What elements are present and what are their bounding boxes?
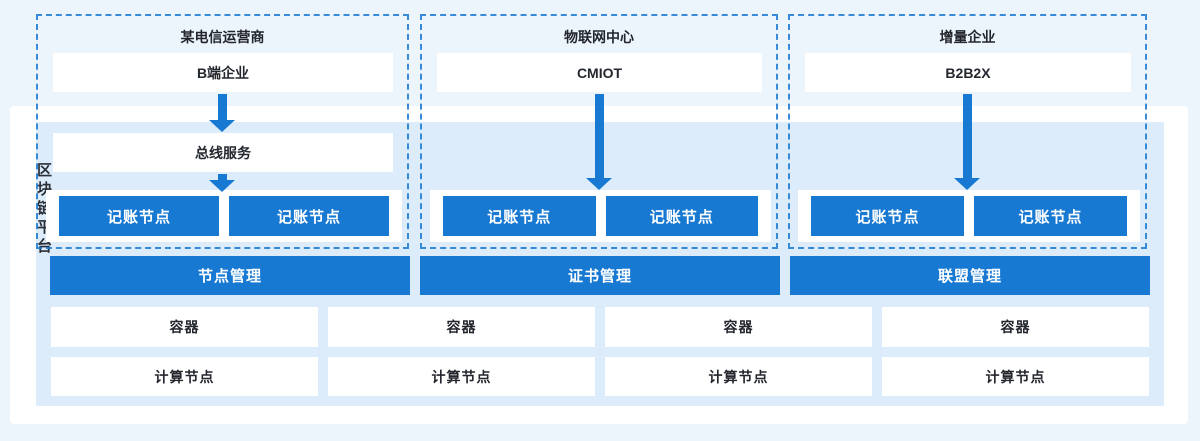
ledger-node-box: 记账节点 bbox=[59, 196, 219, 236]
column-incremental-enterprise: 增量企业 B2B2X 记账节点 记账节点 bbox=[788, 14, 1147, 249]
ledger-node-box: 记账节点 bbox=[974, 196, 1127, 236]
arrow-head bbox=[586, 178, 612, 190]
node-management-bar: 节点管理 bbox=[50, 256, 410, 295]
arrow-shaft bbox=[962, 94, 972, 178]
container-row: 容器 容器 容器 容器 bbox=[51, 307, 1149, 347]
ledger-node-box: 记账节点 bbox=[811, 196, 964, 236]
down-arrow-icon bbox=[209, 94, 235, 132]
column-telecom-operator: 某电信运营商 B端企业 总线服务 记账节点 记账节点 bbox=[36, 14, 409, 249]
compute-node-box: 计算节点 bbox=[605, 357, 872, 396]
compute-node-box: 计算节点 bbox=[328, 357, 595, 396]
arrow-head bbox=[209, 180, 235, 192]
alliance-management-bar: 联盟管理 bbox=[790, 256, 1150, 295]
arrow-shaft bbox=[594, 94, 604, 178]
down-arrow-icon bbox=[954, 94, 980, 190]
ledger-node-box: 记账节点 bbox=[229, 196, 389, 236]
ledger-node-box: 记账节点 bbox=[443, 196, 596, 236]
entity-box-b2b2x: B2B2X bbox=[805, 53, 1131, 92]
entity-box-cmiot: CMIOT bbox=[437, 53, 762, 92]
down-arrow-icon bbox=[209, 174, 235, 192]
bus-service-box: 总线服务 bbox=[53, 133, 393, 172]
compute-node-box: 计算节点 bbox=[882, 357, 1149, 396]
ledger-node-box: 记账节点 bbox=[605, 196, 758, 236]
container-box: 容器 bbox=[328, 307, 595, 347]
ledger-node-band: 记账节点 记账节点 bbox=[430, 190, 771, 242]
container-box: 容器 bbox=[605, 307, 872, 347]
arrow-shaft bbox=[217, 174, 227, 180]
certificate-management-bar: 证书管理 bbox=[420, 256, 780, 295]
column-iot-center: 物联网中心 CMIOT 记账节点 记账节点 bbox=[420, 14, 778, 249]
arrow-head bbox=[209, 120, 235, 132]
ledger-node-band: 记账节点 记账节点 bbox=[798, 190, 1140, 242]
entity-box-b-end: B端企业 bbox=[53, 53, 393, 92]
compute-node-box: 计算节点 bbox=[51, 357, 318, 396]
arrow-shaft bbox=[217, 94, 227, 120]
compute-node-row: 计算节点 计算节点 计算节点 计算节点 bbox=[51, 357, 1149, 396]
column-header: 某电信运营商 bbox=[180, 29, 265, 45]
ledger-node-band: 记账节点 记账节点 bbox=[46, 190, 402, 242]
arrow-head bbox=[954, 178, 980, 190]
down-arrow-icon bbox=[586, 94, 612, 190]
column-header: 增量企业 bbox=[939, 29, 996, 45]
container-box: 容器 bbox=[882, 307, 1149, 347]
container-box: 容器 bbox=[51, 307, 318, 347]
column-header: 物联网中心 bbox=[564, 29, 634, 45]
